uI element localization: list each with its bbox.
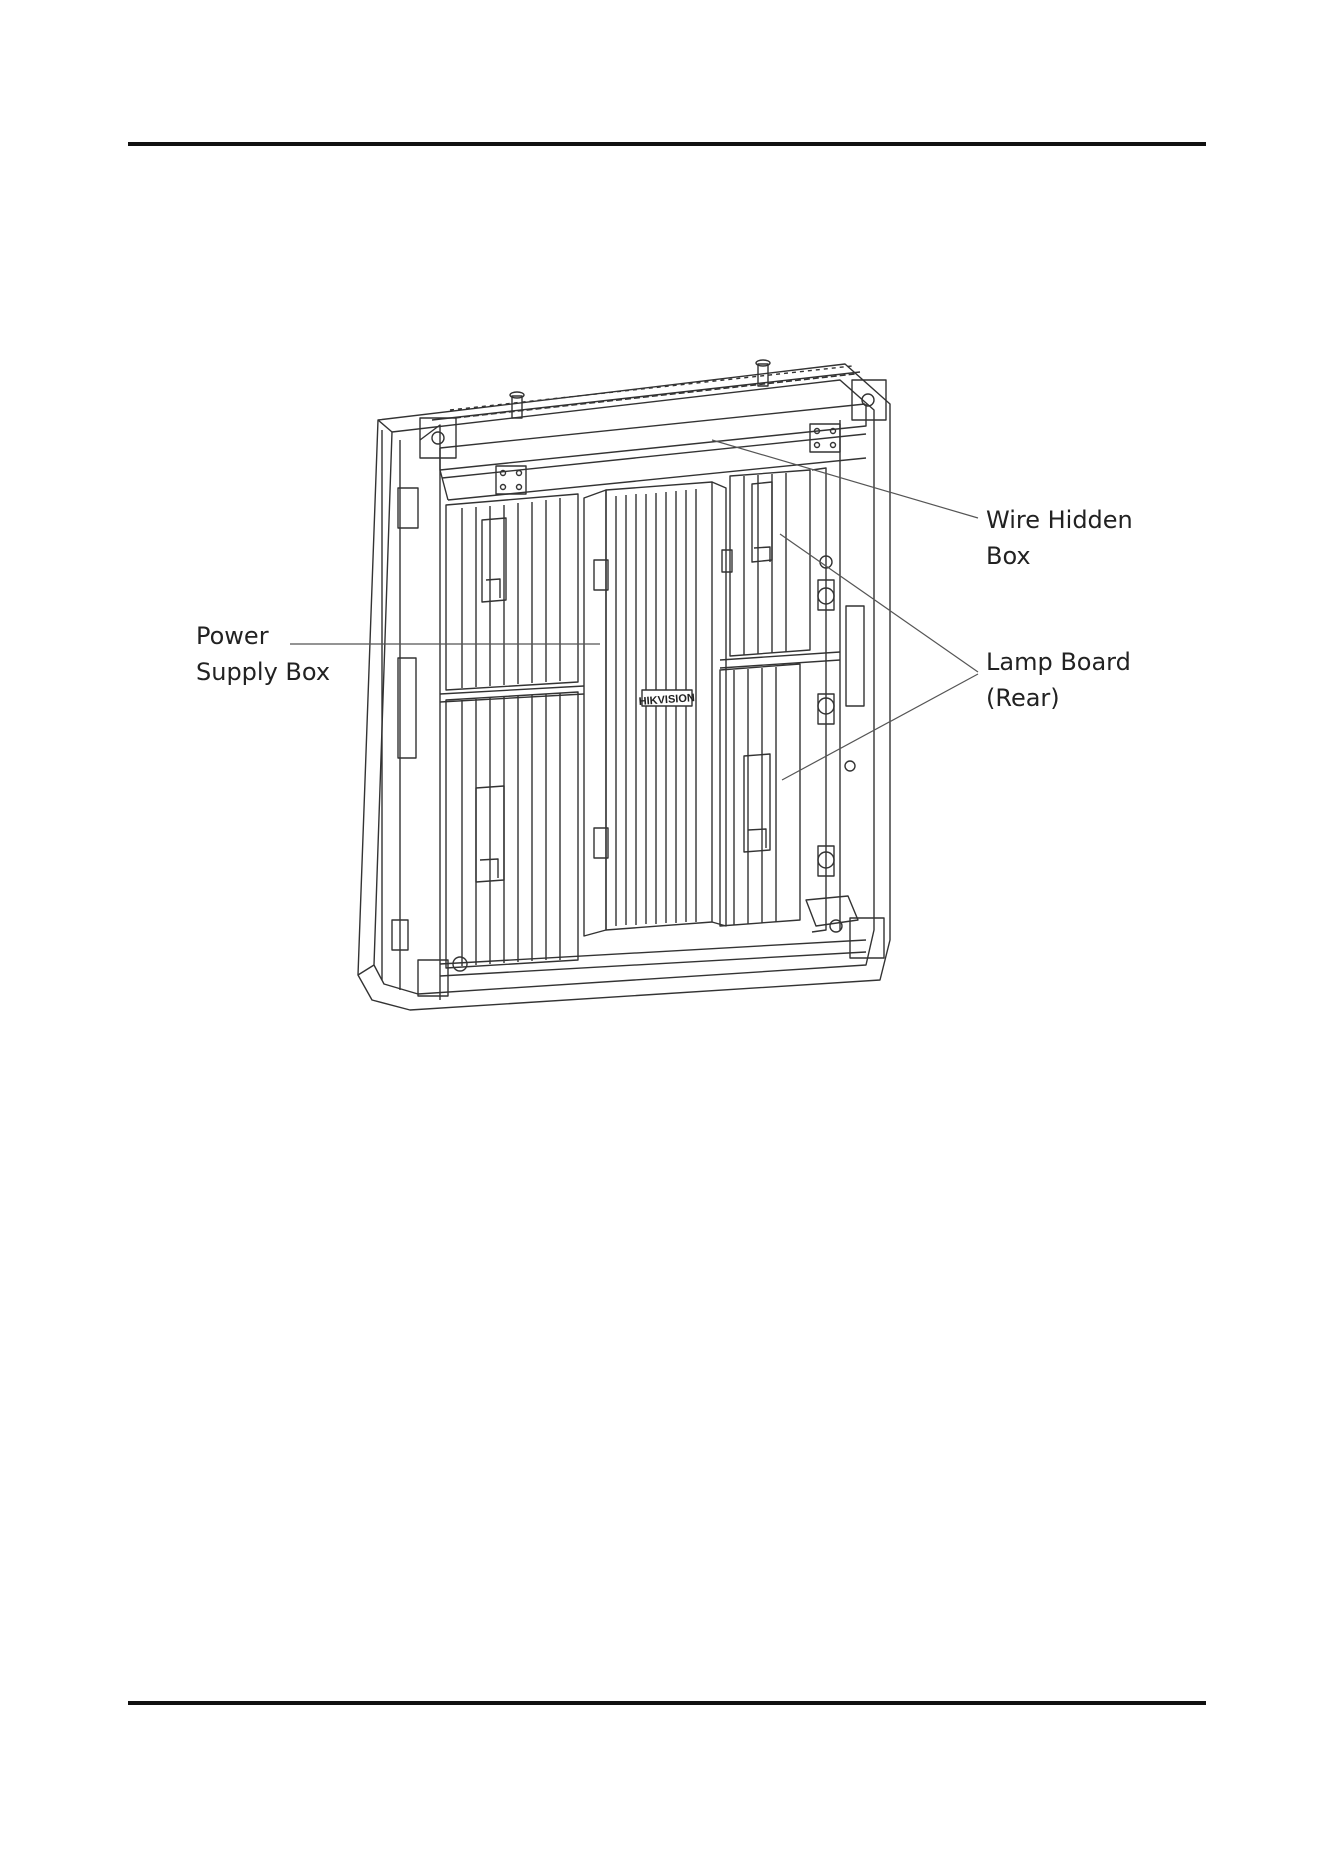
callout-wire-hidden-box: Wire Hidden Box [986,502,1133,574]
lamp-board-lower-left [446,692,578,968]
lamp-board-lower-right [720,664,800,926]
wire-hidden-box [420,360,886,500]
callout-line: Supply Box [196,654,330,690]
callout-line: Power [196,618,330,654]
lamp-board-upper-left [446,494,578,690]
callout-power-supply-box: Power Supply Box [196,618,330,690]
lamp-board-upper-right [730,470,810,656]
cabinet-frame [358,364,890,1010]
leader-lines [290,440,978,780]
callout-line: (Rear) [986,680,1131,716]
callout-line: Lamp Board [986,644,1131,680]
callout-line: Wire Hidden [986,502,1133,538]
callout-line: Box [986,538,1133,574]
bottom-corners [418,896,884,996]
footer-rule [128,1701,1206,1705]
leader-lamp-board-lower [782,674,978,780]
power-supply-box [584,482,732,936]
callout-lamp-board-rear: Lamp Board (Rear) [986,644,1131,716]
right-side-rail [812,420,864,932]
